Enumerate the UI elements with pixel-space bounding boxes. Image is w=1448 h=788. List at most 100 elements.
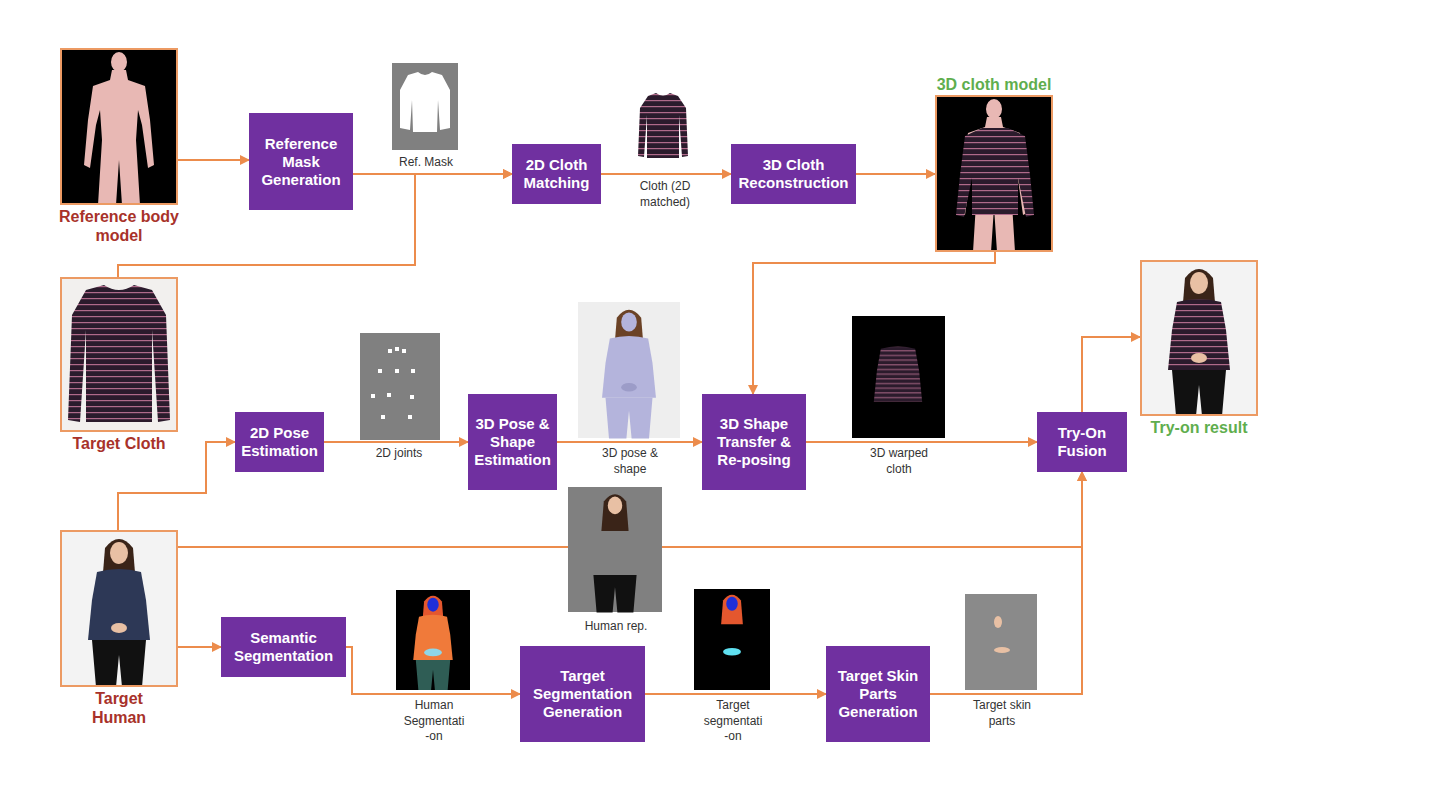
process-label: 2D Cloth Matching bbox=[518, 156, 595, 192]
edge-label: 3D pose & shape bbox=[594, 446, 666, 477]
reference-body-picture bbox=[60, 48, 178, 205]
joint-dot bbox=[410, 395, 414, 399]
flow-arrow bbox=[856, 173, 935, 175]
edge-label: Target skin parts bbox=[965, 698, 1039, 729]
target-segmentation-picture bbox=[694, 589, 770, 690]
picture-ground bbox=[965, 594, 1037, 690]
human-segmentation-picture bbox=[396, 590, 470, 690]
image-caption: Target Human bbox=[69, 689, 169, 727]
process-label: Target Segmentation Generation bbox=[526, 667, 639, 721]
image-caption: Target Cloth bbox=[44, 434, 194, 453]
process-box: 2D Pose Estimation bbox=[235, 412, 324, 472]
joint-dot bbox=[402, 349, 406, 353]
head-shape bbox=[621, 312, 637, 331]
process-box: Target Segmentation Generation bbox=[520, 646, 645, 742]
arms-region bbox=[723, 648, 741, 656]
edge-label: Cloth (2D matched) bbox=[629, 179, 701, 210]
top-shape bbox=[88, 569, 150, 640]
joint-dot bbox=[388, 349, 392, 353]
face-shape bbox=[1190, 272, 1208, 294]
picture-ground bbox=[392, 63, 458, 150]
image-panel: 3D cloth model bbox=[935, 95, 1053, 252]
process-box: 3D Shape Transfer & Re-posing bbox=[702, 394, 806, 490]
image-panel: Try-on result bbox=[1140, 260, 1258, 416]
hand-shape bbox=[994, 647, 1010, 653]
image-caption: Try-on result bbox=[1124, 418, 1274, 437]
picture-ground bbox=[60, 530, 178, 687]
picture-ground bbox=[360, 333, 440, 440]
shirt-shape bbox=[956, 128, 1034, 217]
face-region bbox=[427, 598, 438, 612]
joints-picture bbox=[360, 333, 440, 440]
flow-arrow bbox=[324, 441, 468, 443]
ref-mask-picture bbox=[392, 63, 458, 150]
torso-shape bbox=[602, 336, 656, 398]
joint-dot bbox=[395, 369, 399, 373]
body-head bbox=[986, 99, 1002, 119]
edge-label: Human rep. bbox=[575, 619, 657, 635]
edge-label: 3D warped cloth bbox=[862, 446, 936, 477]
matched-cloth-picture bbox=[638, 93, 688, 158]
flow-arrow bbox=[178, 159, 249, 161]
arms-region bbox=[424, 649, 442, 657]
body-shape bbox=[84, 70, 154, 205]
picture-ground bbox=[568, 487, 662, 612]
process-box: 2D Cloth Matching bbox=[512, 144, 601, 204]
flow-arrow bbox=[1082, 337, 1140, 412]
joint-dot bbox=[378, 369, 382, 373]
joint-dot bbox=[395, 347, 399, 351]
image-caption: Reference body model bbox=[57, 207, 181, 245]
picture-ground bbox=[935, 95, 1053, 252]
process-label: Target Skin Parts Generation bbox=[832, 667, 924, 721]
joint-dot bbox=[411, 369, 415, 373]
sleeve-shape bbox=[889, 388, 908, 397]
process-box: Target Skin Parts Generation bbox=[826, 646, 930, 742]
process-box: Semantic Segmentation bbox=[221, 617, 346, 677]
flow-arrow bbox=[601, 173, 731, 175]
picture-ground bbox=[694, 589, 770, 690]
face-shape bbox=[608, 497, 622, 515]
hands-shape bbox=[111, 623, 127, 633]
picture-ground bbox=[578, 302, 680, 438]
pose-shape-picture bbox=[578, 302, 680, 439]
flow-arrow bbox=[806, 441, 1037, 443]
process-label: Try-On Fusion bbox=[1043, 424, 1121, 460]
process-label: Semantic Segmentation bbox=[227, 629, 340, 665]
flow-arrow bbox=[930, 472, 1082, 694]
flow-arrow bbox=[118, 442, 235, 530]
legs-region bbox=[416, 660, 450, 690]
process-label: Reference Mask Generation bbox=[255, 135, 347, 189]
hair-region bbox=[721, 595, 743, 624]
pants-shape bbox=[92, 640, 146, 687]
image-panel: Target Cloth bbox=[60, 277, 178, 432]
edge-label: 2D joints bbox=[358, 446, 440, 462]
shirt-shape bbox=[638, 93, 688, 158]
process-label: 3D Shape Transfer & Re-posing bbox=[708, 415, 800, 469]
picture-ground bbox=[396, 590, 470, 690]
skin-parts-picture bbox=[965, 594, 1037, 690]
cloth-model-picture bbox=[935, 95, 1053, 252]
warped-cloth-picture bbox=[852, 316, 945, 438]
flow-arrow bbox=[178, 646, 221, 648]
joint-dot bbox=[381, 415, 385, 419]
legs-shape bbox=[606, 398, 653, 439]
face-shape bbox=[110, 542, 128, 564]
shirt-shape bbox=[68, 285, 170, 422]
body-head bbox=[111, 52, 127, 72]
joint-dot bbox=[371, 394, 375, 398]
edge-label: Ref. Mask bbox=[385, 155, 467, 171]
flow-arrow bbox=[557, 441, 702, 443]
process-label: 2D Pose Estimation bbox=[241, 424, 318, 460]
process-box: 3D Pose & Shape Estimation bbox=[468, 394, 557, 490]
hand-shape bbox=[994, 616, 1002, 628]
hands-shape bbox=[621, 383, 637, 392]
process-box: Reference Mask Generation bbox=[249, 113, 353, 210]
target-human-picture bbox=[60, 530, 178, 687]
image-caption: 3D cloth model bbox=[914, 75, 1074, 94]
joint-dot bbox=[408, 415, 412, 419]
picture-ground bbox=[60, 277, 178, 432]
try-on-result-picture bbox=[1140, 260, 1258, 416]
shirt-shape bbox=[874, 346, 922, 401]
process-label: 3D Pose & Shape Estimation bbox=[474, 415, 551, 469]
